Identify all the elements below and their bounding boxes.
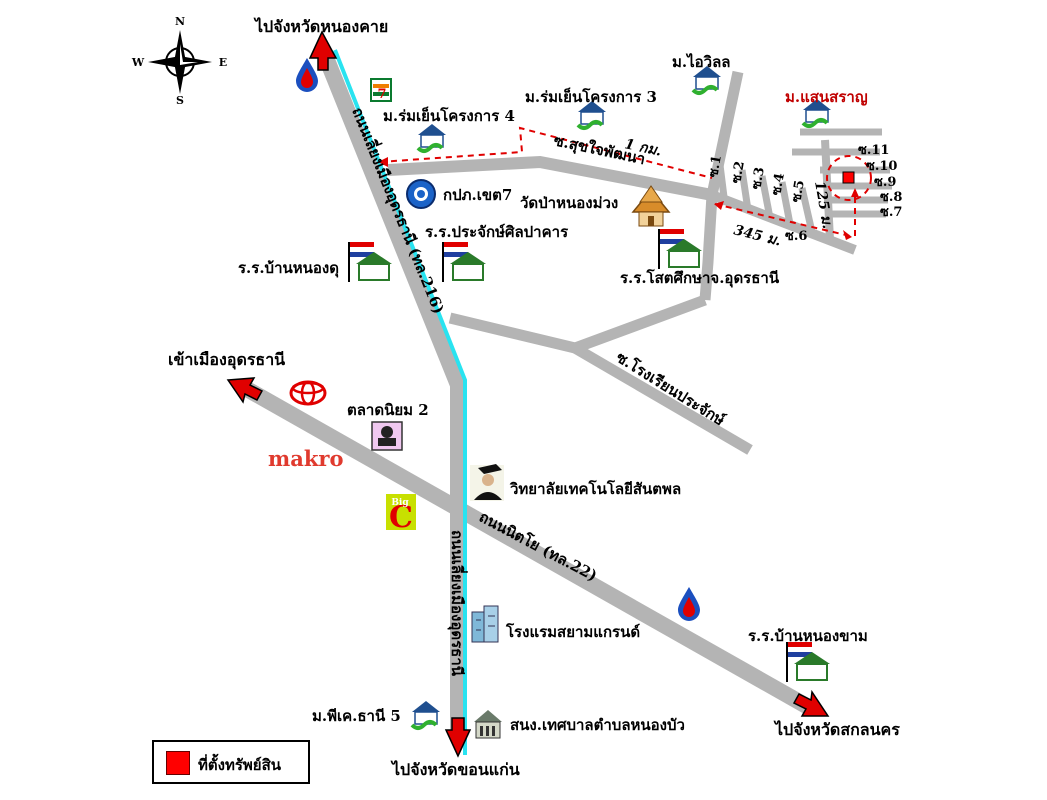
arrow-west: [226, 377, 264, 404]
svg-text:Big: Big: [391, 498, 409, 508]
label-wat: วัดป่าหนองม่วง: [520, 194, 618, 212]
temple-icon: [631, 185, 671, 227]
compass-e: E: [219, 56, 227, 69]
municipal-office-icon: [474, 710, 502, 739]
compass-w: W: [131, 56, 145, 69]
soi-sukjai-road: [387, 155, 714, 201]
local-roads: [387, 70, 892, 455]
school-icon-nongdu: [348, 242, 392, 282]
dashed-route: [379, 126, 872, 237]
graduate-icon: [470, 464, 504, 501]
village-icon-pk-thani: [410, 701, 440, 730]
label-pea7: กปภ.เขต7: [443, 186, 512, 204]
legend-label: ที่ตั้งทรัพย์สิน: [198, 756, 281, 774]
east-spur-road: [710, 190, 857, 255]
arrow-north: [308, 30, 338, 71]
soi-6-label: ซ.6: [785, 229, 807, 244]
label-nongdu-school: ร.ร.บ้านหนองดุ: [238, 259, 339, 278]
soi-4-label: ซ.4: [769, 172, 788, 197]
pea-logo-icon: [406, 179, 436, 209]
label-saensaran: ม.แสนสราญ: [785, 88, 868, 106]
gas-station-icon-north: [296, 58, 318, 92]
svg-text:C: C: [389, 500, 413, 535]
arrow-southeast: [792, 689, 830, 717]
label-rom-yen-4: ม.ร่มเย็นโครงการ 4: [383, 106, 515, 125]
canal: [333, 49, 467, 755]
soi-3-label: ซ.3: [749, 166, 768, 191]
bigc-logo-icon: C Big: [386, 494, 416, 535]
road-label-22: ถนนนิตโย (ทล.22): [476, 507, 601, 585]
legend: ที่ตั้งทรัพย์สิน: [152, 740, 310, 784]
soi-school-road: [572, 343, 753, 455]
road-label-soi-school: ซ.โรงเรียนประจักษ์: [613, 347, 729, 429]
soi-1-label: ซ.1: [706, 154, 725, 179]
compass-s: S: [176, 94, 184, 107]
toyota-logo-icon: [289, 380, 327, 406]
school-icon-sot: [658, 229, 702, 269]
hotel-icon: [471, 605, 499, 643]
gas-station-icon-south: [678, 587, 700, 621]
dest-khon-kaen: ไปจังหวัดขอนแก่น: [390, 760, 520, 779]
highway-22: [241, 381, 814, 715]
label-pk-thani: ม.พีเค.ธานี 5: [312, 707, 401, 725]
label-municipal: สนง.เทศบาลตำบลหนองบัว: [510, 716, 685, 734]
market-icon: [371, 421, 403, 451]
highway-216: [317, 52, 466, 740]
compass-rose: N S E W: [131, 15, 227, 107]
dest-udon-city: เข้าเมืองอุดรธานี: [168, 350, 285, 370]
village-icon-rom-yen-4: [416, 124, 446, 153]
label-market: ตลาดนิยม 2: [347, 401, 429, 419]
makro-logo: makro: [268, 446, 343, 471]
school-icon-prachak: [442, 242, 486, 282]
label-prachak-school: ร.ร.ประจักษ์ศิลปาคาร: [425, 223, 569, 241]
property-marker[interactable]: [842, 171, 855, 184]
label-sot-school: ร.ร.โสตศึกษาจ.อุดรธานี: [620, 268, 780, 288]
soi-7-label: ซ.7: [880, 205, 902, 220]
soi-10-label: ซ.10: [866, 159, 897, 174]
legend-property-swatch: [166, 751, 190, 775]
label-i-villa: ม.ไอวิลล: [672, 52, 730, 71]
label-hotel: โรงแรมสยามแกรนด์: [505, 622, 640, 641]
distance-1km: 1 กม.: [623, 136, 663, 159]
dest-nong-khai: ไปจังหวัดหนองคาย: [253, 17, 388, 36]
road-label-bypass-south: ถนนเลี่ยงเมืองอุดรธานี: [447, 530, 468, 677]
soi-9-label: ซ.9: [874, 175, 896, 190]
village-icon-i-villa: [691, 66, 721, 95]
compass-n: N: [175, 15, 185, 28]
soi-5-label: ซ.5: [789, 179, 808, 204]
distance-345m: 345 ม.: [732, 222, 783, 249]
lower-link-road: [448, 294, 707, 354]
main-highways: [241, 52, 814, 740]
label-rom-yen-3: ม.ร่มเย็นโครงการ 3: [525, 87, 657, 106]
route-arrowheads: [378, 157, 859, 240]
seven-eleven-icon: 7: [370, 78, 392, 102]
village-icon-rom-yen-3: [576, 101, 606, 130]
soi-8-label: ซ.8: [880, 190, 902, 205]
direction-arrows: [226, 30, 830, 758]
label-college: วิทยาลัยเทคโนโลยีสันตพล: [509, 479, 681, 498]
arrow-south: [444, 717, 472, 758]
soi-2-label: ซ.2: [729, 160, 748, 185]
village-icon-saensaran: [801, 99, 831, 128]
dest-sakon-nakhon: ไปจังหวัดสกลนคร: [773, 720, 900, 739]
label-nongkham-school: ร.ร.บ้านหนองขาม: [748, 627, 868, 645]
east-vertical-road: [699, 70, 744, 301]
svg-text:7: 7: [377, 87, 386, 102]
soi-11-label: ซ.11: [858, 143, 889, 158]
school-icon-nongkham: [786, 642, 830, 682]
